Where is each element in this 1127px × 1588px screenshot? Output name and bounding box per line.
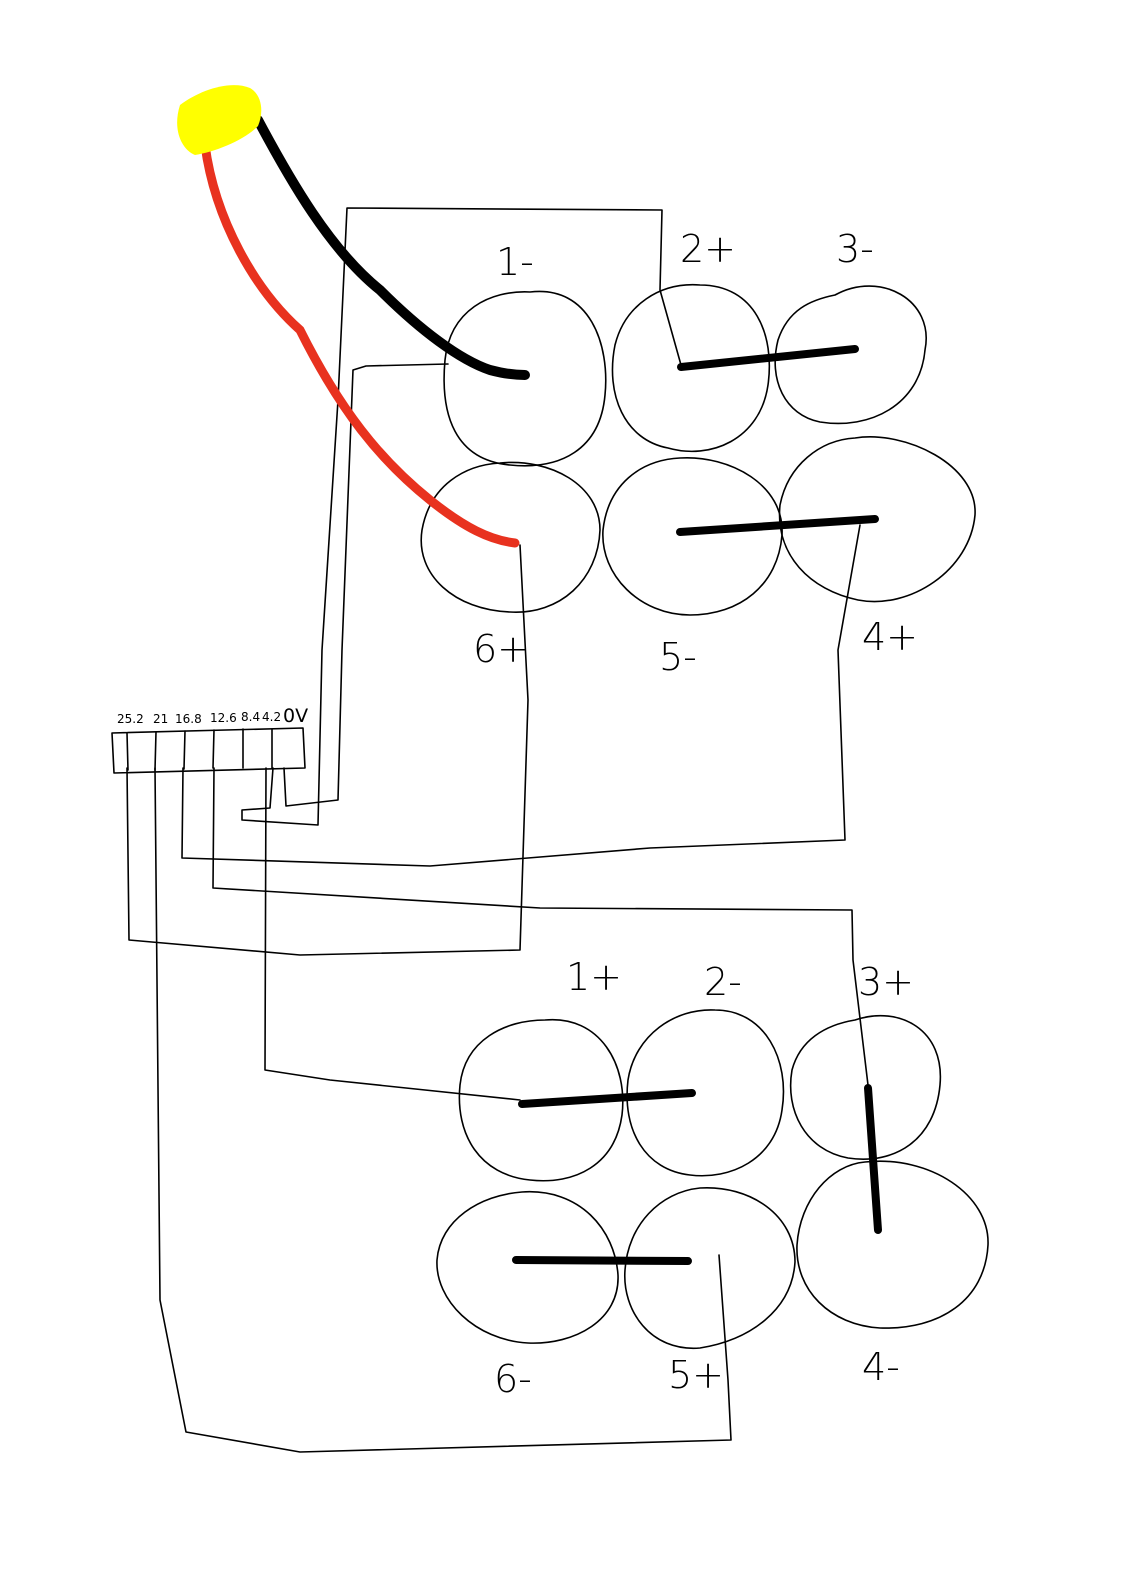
wire-16-8v (181, 524, 861, 867)
balance-wires (126, 207, 869, 1453)
bottom-label-3-plus: 3+ (858, 960, 914, 1004)
bottom-cell-4 (796, 1160, 989, 1329)
pin-label-4-2: 4.2 (262, 710, 281, 724)
xt-plug-connector (177, 85, 262, 155)
top-cell-3 (774, 285, 927, 425)
pin-label-16-8: 16.8 (175, 712, 202, 726)
pin-label-0v: 0V (283, 705, 308, 727)
bottom-cell-1 (458, 1018, 624, 1182)
wire-12-6v (212, 767, 869, 1086)
bottom-cell-5 (624, 1187, 796, 1349)
negative-lead-wire (253, 115, 530, 380)
pin-label-12-6: 12.6 (210, 711, 237, 725)
bottom-bus-3-4 (864, 1084, 882, 1234)
balance-connector: 25.2 21 16.8 12.6 8.4 4.2 0V (111, 705, 308, 774)
wire-0v (283, 363, 449, 807)
positive-lead-wire (200, 140, 520, 548)
bottom-cell-pack: 1+ 2- 3+ 6- 5+ 4- (436, 955, 989, 1401)
main-leads (177, 85, 530, 548)
pin-label-21: 21 (153, 712, 168, 726)
wire-25-2v (126, 544, 529, 956)
bottom-label-6-minus: 6- (494, 1357, 532, 1401)
bottom-label-2-minus: 2- (704, 960, 742, 1004)
bottom-bus-6-5 (512, 1256, 692, 1265)
bottom-cell-2 (626, 1009, 785, 1177)
top-cell-2 (611, 283, 771, 453)
connector-pin-ticks (126, 728, 273, 771)
top-cell-pack: 1- 2+ 3- 6+ 5- 4+ (420, 227, 976, 679)
pin-label-8-4: 8.4 (241, 710, 260, 724)
top-label-2-plus: 2+ (680, 227, 736, 271)
top-cell-6 (420, 461, 601, 613)
top-cell-1 (443, 290, 607, 467)
top-label-1-minus: 1- (496, 240, 534, 284)
top-label-3-minus: 3- (836, 227, 874, 271)
top-label-6-plus: 6+ (473, 627, 529, 671)
top-label-5-minus: 5- (659, 635, 697, 679)
bottom-cell-6 (436, 1191, 619, 1344)
bottom-label-1-plus: 1+ (566, 955, 622, 999)
top-bus-2-3 (677, 345, 859, 371)
bottom-label-4-minus: 4- (862, 1345, 900, 1389)
top-cell-5 (602, 457, 783, 616)
top-label-4-plus: 4+ (862, 615, 918, 659)
connector-body (111, 727, 306, 774)
top-cell-4 (778, 436, 976, 603)
wire-8-4v (264, 767, 521, 1101)
top-bus-5-4 (676, 515, 879, 536)
bottom-cell-3 (789, 1015, 942, 1160)
bottom-bus-1-2 (518, 1089, 696, 1108)
pin-label-25-2: 25.2 (117, 712, 144, 726)
bottom-label-5-plus: 5+ (668, 1353, 724, 1397)
wire-21v (154, 767, 732, 1453)
wire-4-2v (241, 207, 682, 826)
